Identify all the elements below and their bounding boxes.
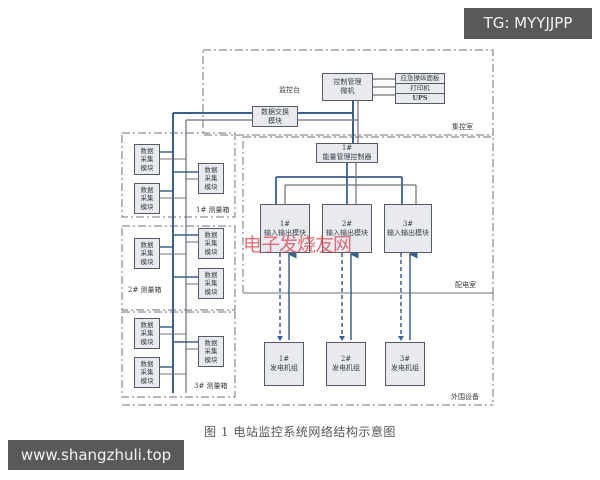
energy-management-controller: 1# 能量管理控制器 bbox=[316, 143, 378, 163]
generator-id: 2# bbox=[340, 355, 352, 363]
figure-caption: 图 1 电站监控系统网络结构示意图 bbox=[204, 425, 396, 439]
watermark-text: 电子发烧友网 bbox=[243, 234, 352, 256]
io-module-name: 输入输出模块 bbox=[387, 228, 429, 237]
zone-central-control bbox=[202, 49, 494, 136]
zone-measurement-box-1 bbox=[121, 132, 236, 218]
daq-module: 数据采集模块 bbox=[198, 228, 224, 259]
measurement-box-1-label: 1# 测量箱 bbox=[196, 206, 230, 214]
control-computer-box: 控制管理 微机 bbox=[322, 73, 373, 101]
io-module-id: 3# bbox=[402, 219, 414, 228]
data-exchange-module: 数据交换 模块 bbox=[252, 106, 298, 127]
daq-text: 数据 bbox=[140, 240, 154, 249]
control-computer-line1: 控制管理 bbox=[333, 78, 362, 86]
generator-set-1: 1# 发电机组 bbox=[264, 342, 304, 386]
peripheral-emergency-panel: 应急操纵面板 bbox=[396, 74, 444, 84]
zone-label-peripheral: 外围设备 bbox=[451, 393, 479, 401]
daq-text: 采集 bbox=[140, 368, 154, 377]
peripheral-printer: 打印机 bbox=[396, 84, 444, 94]
daq-text: 模块 bbox=[204, 287, 218, 296]
daq-text: 采集 bbox=[204, 174, 218, 183]
peripheral-ups: UPS bbox=[412, 94, 428, 102]
io-module-3: 3# 输入输出模块 bbox=[384, 204, 432, 253]
io-module-id: 1# bbox=[279, 219, 291, 228]
measurement-box-3-label: 3# 测量箱 bbox=[194, 382, 228, 390]
generator-set-3: 3# 发电机组 bbox=[385, 342, 425, 386]
generator-id: 1# bbox=[278, 355, 290, 363]
generator-name: 发电机组 bbox=[391, 364, 419, 372]
daq-module: 数据采集模块 bbox=[198, 268, 224, 299]
zone-label-monitor-console: 监控台 bbox=[279, 86, 300, 94]
io-module-1: 1# 输入输出模块 bbox=[260, 204, 310, 253]
daq-text: 模块 bbox=[140, 257, 154, 266]
daq-text: 模块 bbox=[140, 376, 154, 385]
daq-text: 模块 bbox=[140, 337, 154, 346]
daq-text: 模块 bbox=[140, 202, 154, 211]
daq-text: 数据 bbox=[204, 338, 218, 347]
io-module-name: 输入输出模块 bbox=[326, 228, 368, 237]
generator-name: 发电机组 bbox=[270, 364, 298, 372]
daq-module: 数据采集模块 bbox=[134, 238, 160, 269]
energy-controller-name: 能量管理控制器 bbox=[322, 153, 372, 161]
site-url-badge: www.shangzhuli.top bbox=[8, 440, 184, 470]
daq-text: 数据 bbox=[204, 165, 218, 174]
daq-module: 数据采集模块 bbox=[134, 357, 160, 388]
zone-label-central-control: 集控室 bbox=[452, 123, 473, 131]
daq-text: 数据 bbox=[140, 185, 154, 194]
peripherals-stack: 应急操纵面板 打印机 UPS bbox=[395, 73, 445, 104]
daq-text: 采集 bbox=[140, 249, 154, 258]
data-exchange-line1: 数据交换 bbox=[261, 107, 289, 116]
daq-text: 采集 bbox=[140, 155, 154, 164]
measurement-box-2-label: 2# 测量箱 bbox=[128, 286, 162, 294]
daq-text: 数据 bbox=[204, 230, 218, 239]
daq-text: 采集 bbox=[204, 239, 218, 248]
daq-text: 数据 bbox=[140, 146, 154, 155]
data-exchange-line2: 模块 bbox=[268, 116, 282, 125]
zone-measurement-box-2 bbox=[121, 225, 236, 311]
daq-text: 模块 bbox=[204, 247, 218, 256]
tg-badge: TG: MYYJJPP bbox=[464, 8, 592, 39]
generator-set-2: 2# 发电机组 bbox=[326, 342, 366, 386]
daq-module: 数据采集模块 bbox=[134, 183, 160, 214]
daq-text: 数据 bbox=[204, 270, 218, 279]
daq-text: 模块 bbox=[140, 163, 154, 172]
daq-module: 数据采集模块 bbox=[134, 318, 160, 349]
daq-text: 数据 bbox=[140, 320, 154, 329]
daq-module: 数据采集模块 bbox=[198, 336, 224, 367]
daq-module: 数据采集模块 bbox=[198, 163, 224, 194]
io-module-name: 输入输出模块 bbox=[264, 228, 306, 237]
generator-name: 发电机组 bbox=[332, 364, 360, 372]
daq-text: 数据 bbox=[140, 359, 154, 368]
daq-text: 模块 bbox=[204, 355, 218, 364]
io-module-2: 2# 输入输出模块 bbox=[322, 204, 372, 253]
io-module-id: 2# bbox=[341, 219, 353, 228]
daq-module: 数据采集模块 bbox=[134, 144, 160, 175]
generator-id: 3# bbox=[399, 355, 411, 363]
daq-text: 采集 bbox=[204, 279, 218, 288]
daq-text: 采集 bbox=[204, 347, 218, 356]
control-computer-line2: 微机 bbox=[340, 87, 355, 95]
daq-text: 采集 bbox=[140, 329, 154, 338]
daq-text: 模块 bbox=[204, 182, 218, 191]
zone-label-distribution-room: 配电室 bbox=[455, 281, 476, 289]
daq-text: 采集 bbox=[140, 194, 154, 203]
energy-controller-id: 1# bbox=[341, 144, 353, 152]
zone-measurement-box-3 bbox=[121, 311, 236, 398]
